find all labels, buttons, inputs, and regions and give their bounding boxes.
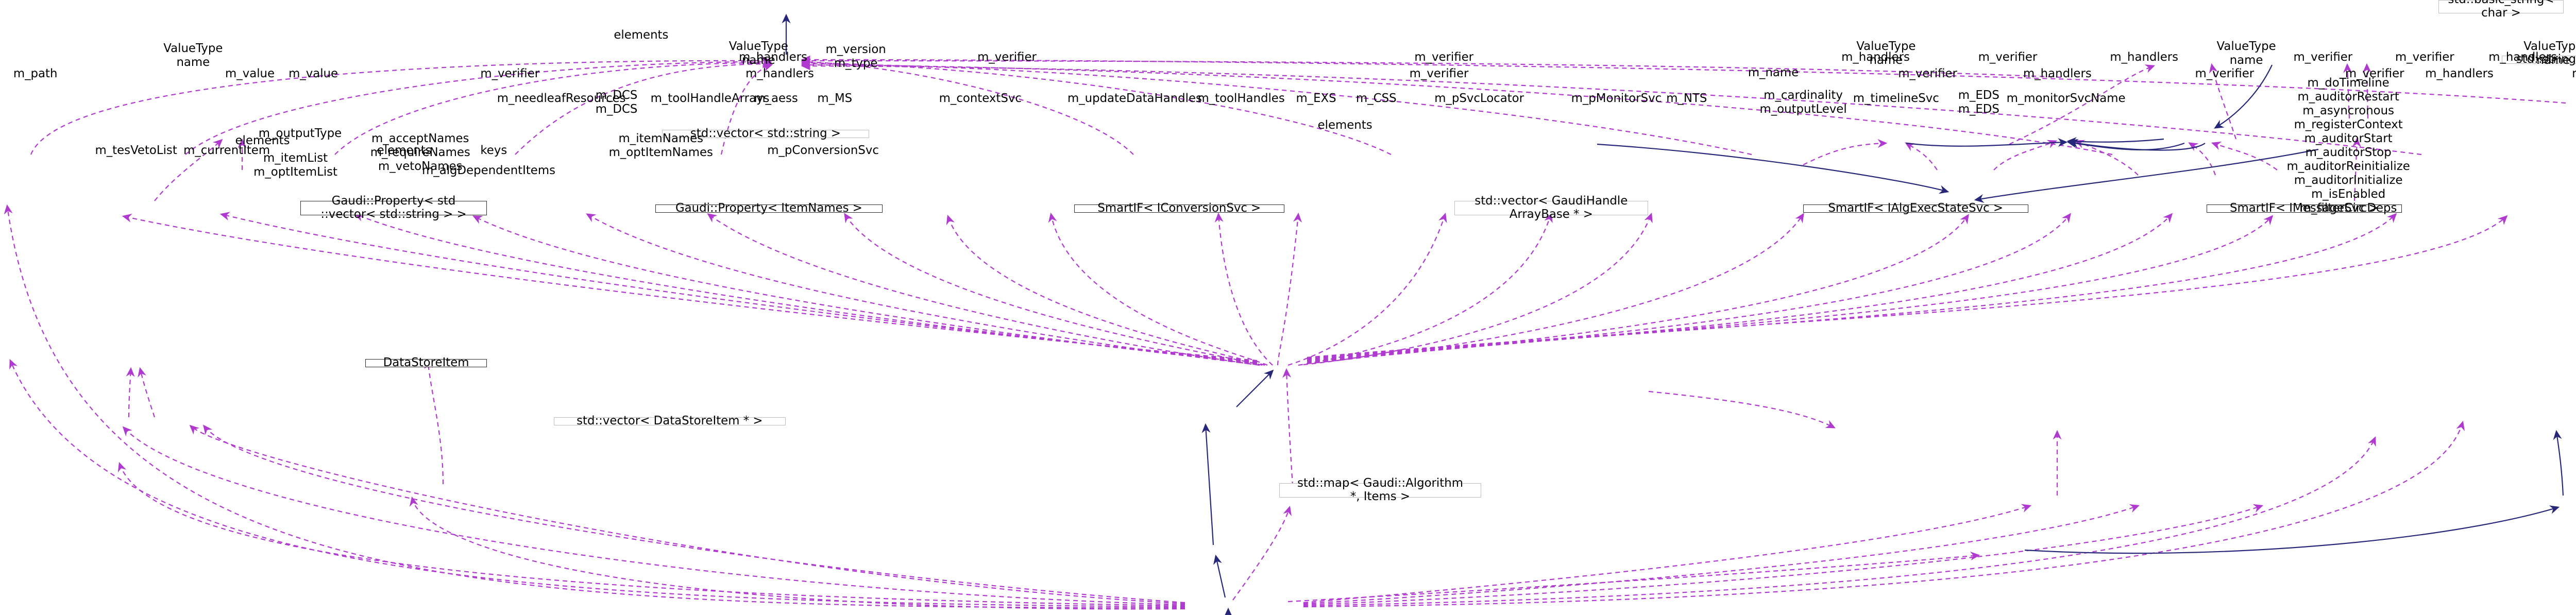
edge-label-l_m_NTS: m_NTS xyxy=(1666,92,1707,105)
edge-label-l_m_verifier_10: m_verifier xyxy=(2195,67,2255,80)
edge-label-l_m_timelineSvc: m_timelineSvc xyxy=(1853,92,1939,105)
edge-label-l_m_itemNames: m_itemNames m_optItemNames xyxy=(608,132,713,159)
node-label-vec_gaudihandle: std::vector< GaudiHandle ArrayBase * > xyxy=(1475,194,1628,221)
edge-label-l_m_handlers_2: m_handlers xyxy=(1841,50,1910,64)
edge-label-l_m_handlers_4: m_handlers xyxy=(2488,50,2557,64)
node-label-basic_string: std::basic_string< char > xyxy=(2448,0,2554,20)
node-vec_datastoreitem[interactable]: std::vector< DataStoreItem * > xyxy=(553,414,786,428)
edge-label-l_valuetype_name_5: ValueType name xyxy=(2523,40,2576,67)
node-label-datastoreitem: DataStoreItem xyxy=(383,356,469,370)
edge-label-l_valuetype_name_3: ValueType name xyxy=(1856,40,1916,67)
edge-label-l_m_value_2: m_value xyxy=(225,67,275,80)
edge-label-l_m_MS: m_MS xyxy=(817,92,853,105)
edge-label-l_dhhb_props: m_doTimeline m_auditorRestart m_asyncron… xyxy=(2286,76,2410,215)
edge-label-l_m_currentItem: m_currentItem xyxy=(183,144,270,157)
edge-label-l_elements_map: elements xyxy=(377,144,432,157)
edge-label-l_m_contextSvc: m_contextSvc xyxy=(939,92,1022,105)
edge-label-l_m_handlers_7: m_handlers xyxy=(2023,67,2092,80)
edge-label-l_m_cardinality: m_cardinality m_outputLevel xyxy=(1759,89,1847,116)
edge-label-l_m_verifier_4: m_verifier xyxy=(2293,50,2353,64)
node-label-prop_vec_string: Gaudi::Property< std ::vector< std::stri… xyxy=(320,194,467,221)
edge-label-l_m_verifier_3: m_verifier xyxy=(1978,50,2038,64)
edge-label-l_m_algDependentItems: m_algDependentItems xyxy=(422,164,555,177)
edge-label-l_m_pMonitorSvc: m_pMonitorSvc xyxy=(1571,92,1662,105)
node-label-prop_itemnames: Gaudi::Property< ItemNames > xyxy=(675,201,862,215)
edge-label-l_m_handlers_6: m_handlers xyxy=(745,67,814,80)
edge-label-l_m_handlers_8: m_handlers xyxy=(2425,67,2494,80)
node-datastoreitem[interactable]: DataStoreItem xyxy=(365,356,487,370)
node-smartif_ialgexec[interactable]: SmartIF< IAlgExecStateSvc > xyxy=(1803,201,2028,215)
edge-label-l_m_EXS: m_EXS xyxy=(1296,92,1336,105)
node-std_string[interactable]: std::string xyxy=(2502,53,2576,66)
edge-label-l_valuetype_name_4: ValueType name xyxy=(2216,40,2276,67)
edge-label-l_m_handlers_9: m_handlers xyxy=(2572,67,2576,81)
node-label-vec_datastoreitem: std::vector< DataStoreItem * > xyxy=(577,414,763,428)
edge-label-l_m_name: m_name xyxy=(1748,66,1799,79)
node-vec_gaudihandle[interactable]: std::vector< GaudiHandle ArrayBase * > xyxy=(1454,195,1648,221)
node-basic_string[interactable]: std::basic_string< char > xyxy=(2438,0,2564,20)
node-smartif_imsg[interactable]: SmartIF< IMessageSvc > xyxy=(2207,201,2402,215)
edge-label-l_m_verifier_11: m_verifier xyxy=(2345,67,2404,80)
edge-label-l_m_acceptNames: m_acceptNames m_requireNames m_vetoNames xyxy=(370,132,470,173)
node-label-std_string: std::string xyxy=(2516,53,2576,66)
edge-label-l_m_verifier_9: m_verifier xyxy=(1898,67,1957,80)
node-label-map_algitems: std::map< Gaudi::Algorithm *, Items > xyxy=(1297,476,1463,503)
edge-label-l_m_pConversionSvc: m_pConversionSvc xyxy=(767,144,879,157)
edge-label-l_elements_alg: elements xyxy=(1317,118,1372,132)
edge-label-l_m_toolHandleArrays: m_toolHandleArrays xyxy=(650,92,770,105)
node-label-smartif_iconv: SmartIF< IConversionSvc > xyxy=(1097,201,1261,215)
edge-label-l_m_DCS: m_DCS m_DCS xyxy=(595,89,638,116)
edge-label-l_m_verifier_8: m_verifier xyxy=(1409,67,1469,80)
node-prop_itemnames[interactable]: Gaudi::Property< ItemNames > xyxy=(655,201,883,215)
edge-label-l_m_needleafResources: m_needleafResources xyxy=(497,92,626,105)
edge-label-l_keys_map: keys xyxy=(480,144,507,157)
edge-label-l_m_verifier_1: m_verifier xyxy=(977,50,1037,64)
edge-label-l_elements_top: elements xyxy=(614,28,669,42)
edge-label-l_m_value_3: m_value xyxy=(289,67,338,80)
edge-label-l_m_outputType: m_outputType xyxy=(258,127,342,140)
node-label-smartif_imsg: SmartIF< IMessageSvc > xyxy=(2229,201,2379,215)
edge-label-l_m_verifier_2: m_verifier xyxy=(1414,50,1474,64)
edge-label-l_m_aess: m_aess xyxy=(754,92,798,105)
edge-label-l_m_verifier_5: m_verifier xyxy=(2395,50,2454,64)
edge-label-l_m_tesVetoList: m_tesVetoList xyxy=(95,144,177,157)
node-vec_string[interactable]: std::vector< std::string > xyxy=(662,127,869,141)
node-label-smartif_ialgexec: SmartIF< IAlgExecStateSvc > xyxy=(1828,201,2004,215)
edge-label-l_m_updateDataHandles: m_updateDataHandles xyxy=(1067,92,1202,105)
edge-label-l_m_CSS: m_CSS xyxy=(1356,92,1397,105)
edge-label-l_m_handlers_1: m_handlers xyxy=(739,50,807,64)
edge-label-l_m_verifier_7: m_verifier xyxy=(480,67,540,80)
edge-label-l_m_EDS: m_EDS m_EDS xyxy=(1958,89,1999,116)
edge-label-l_m_path: m_path xyxy=(13,67,58,80)
edge-label-l_m_handlers_3: m_handlers xyxy=(2110,50,2179,64)
node-map_algitems[interactable]: std::map< Gaudi::Algorithm *, Items > xyxy=(1279,477,1481,503)
edge-label-l_m_pSvcLocator: m_pSvcLocator xyxy=(1434,92,1524,105)
edge-label-l_m_monitorSvcName: m_monitorSvcName xyxy=(2006,92,2126,105)
edge-label-l_m_version_type: m_version m_type xyxy=(825,43,886,70)
node-label-vec_string: std::vector< std::string > xyxy=(690,127,841,141)
edge-label-l_m_itemList: m_itemList m_optItemList xyxy=(253,151,338,179)
edge-label-l_valuetype_name_2: ValueType name xyxy=(728,40,788,67)
node-prop_vec_string[interactable]: Gaudi::Property< std ::vector< std::stri… xyxy=(300,195,487,221)
node-smartif_iconv[interactable]: SmartIF< IConversionSvc > xyxy=(1074,201,1284,215)
edge-label-l_elements_dsi: elements xyxy=(235,134,290,147)
edge-label-l_m_toolHandles: m_toolHandles xyxy=(1197,92,1285,105)
edge-label-l_valuetype_name_1: ValueType name xyxy=(163,42,223,69)
